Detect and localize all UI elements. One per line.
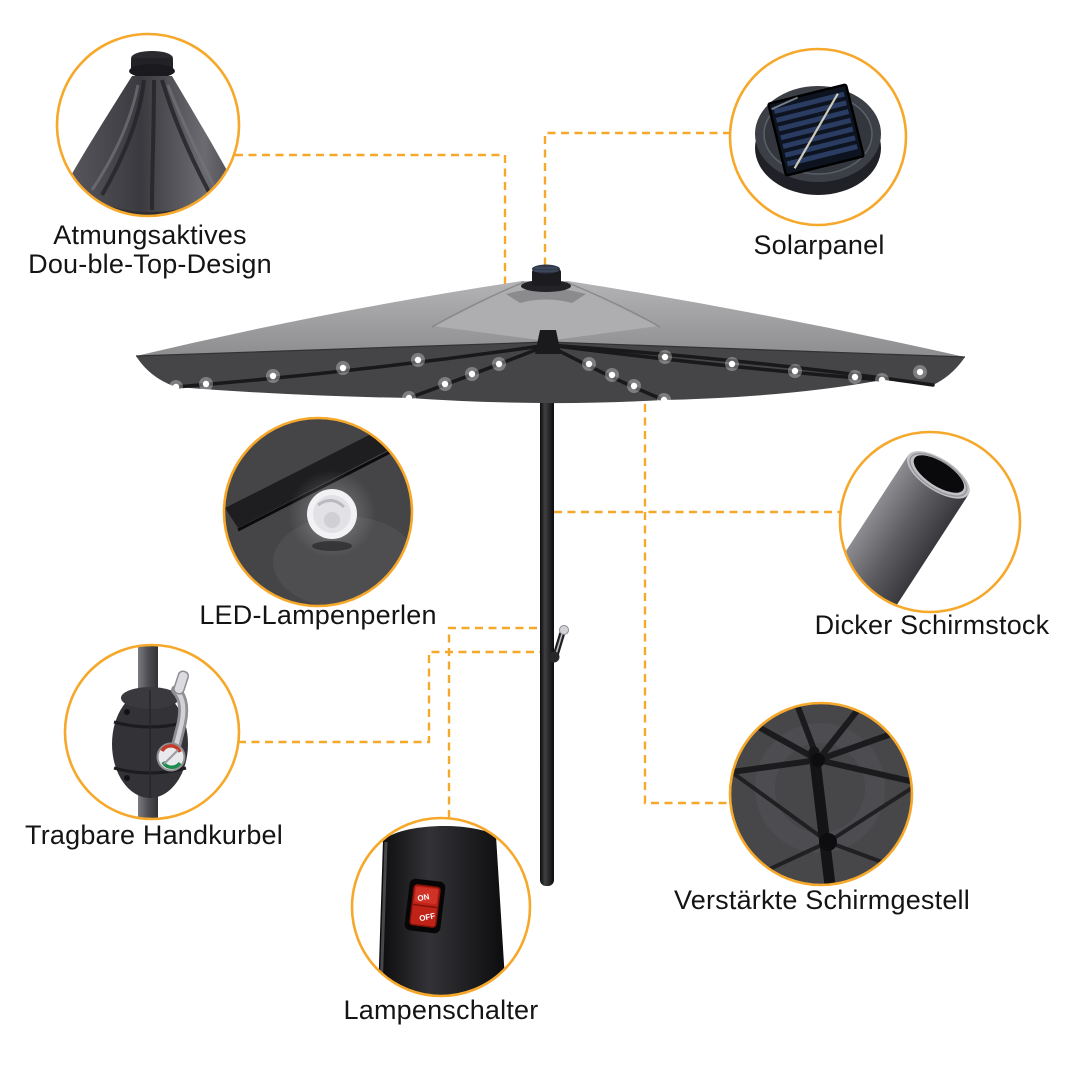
closed-canopy-top-icon (57, 51, 239, 216)
callout-ring-solar-panel (728, 47, 908, 227)
callout-ring-double-top (55, 32, 241, 218)
rib-hub (535, 330, 561, 354)
label-led-beads: LED-Lampenperlen (199, 600, 437, 630)
connector-reinforced-frame (643, 350, 730, 805)
callout-ring-reinforced-frame (728, 701, 914, 887)
connector-lines (235, 131, 840, 818)
callout-crank (63, 643, 241, 821)
connector-light-switch (447, 626, 543, 818)
callout-ring-thick-pole (838, 430, 1022, 614)
callout-solar-panel (728, 47, 908, 227)
callout-ring-crank (63, 643, 241, 821)
label-crank: Tragbare Handkurbel (25, 820, 283, 850)
light-switch-icon: ON OFF (378, 826, 506, 995)
label-solar-panel: Solarpanel (753, 230, 885, 260)
connector-solar-panel (543, 131, 731, 271)
label-reinforced-frame: Verstärkte Schirmgestell (674, 885, 970, 915)
connector-double-top (235, 153, 507, 287)
callout-double-top (55, 32, 241, 218)
label-double-top-line1: Atmungsaktives (53, 220, 247, 250)
label-light-switch: Lampenschalter (343, 995, 539, 1025)
umbrella-pole (540, 342, 554, 886)
umbrella-illustration (135, 264, 966, 886)
connector-crank (238, 650, 556, 744)
callout-light-switch: ON OFF (350, 816, 532, 998)
label-double-top: Atmungsaktives Dou-ble-Top-Design (28, 221, 272, 279)
callout-reinforced-frame (728, 701, 914, 887)
canopy-vent (506, 288, 586, 303)
crank-handle-icon (112, 646, 190, 818)
canopy-underside (136, 342, 965, 404)
label-thick-pole: Dicker Schirmstock (814, 610, 1050, 640)
callout-led-beads (222, 416, 414, 608)
label-double-top-line2: Dou-ble-Top-Design (28, 249, 272, 279)
solar-panel-icon (755, 83, 881, 195)
pole-crank (548, 625, 569, 663)
callout-ring-light-switch (350, 816, 532, 998)
umbrella-ribs (174, 343, 935, 402)
switch-on-label: ON (417, 892, 431, 903)
canopy-front-panel (434, 282, 658, 341)
led-lights (169, 350, 927, 407)
solar-cap (521, 264, 571, 292)
callout-ring-led-beads (222, 416, 414, 608)
switch-off-label: OFF (418, 911, 436, 923)
